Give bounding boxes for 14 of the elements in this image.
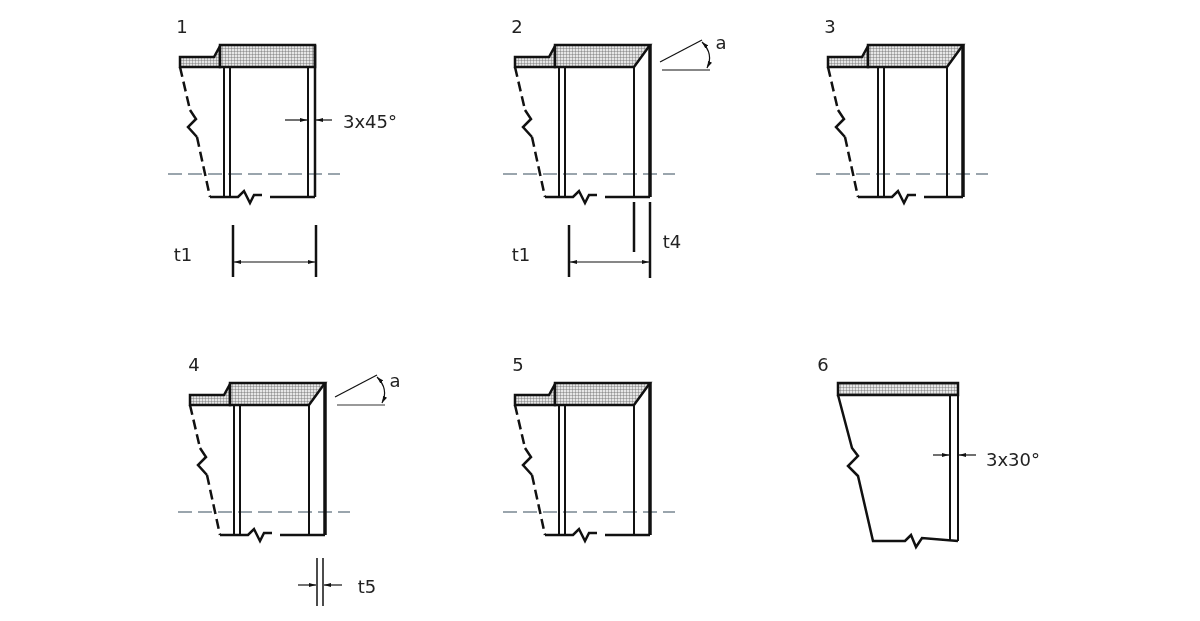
drawing-label: 3: [824, 18, 836, 36]
drawing-label: a: [715, 34, 727, 52]
drawing-label: a: [389, 372, 401, 390]
drawing-label: 5: [512, 356, 524, 374]
drawing-label: 1: [176, 18, 188, 36]
drawing-label: 3x45°: [343, 113, 397, 131]
drawing-label: 2: [511, 18, 523, 36]
drawing-label: 6: [817, 356, 829, 374]
drawing-label: t1: [173, 246, 193, 264]
drawing-label: 4: [188, 356, 200, 374]
drawing-label: t1: [511, 246, 531, 264]
drawing-label: 3x30°: [986, 451, 1040, 469]
drawing-label: t4: [662, 233, 682, 251]
drawing-label: t5: [357, 578, 377, 596]
